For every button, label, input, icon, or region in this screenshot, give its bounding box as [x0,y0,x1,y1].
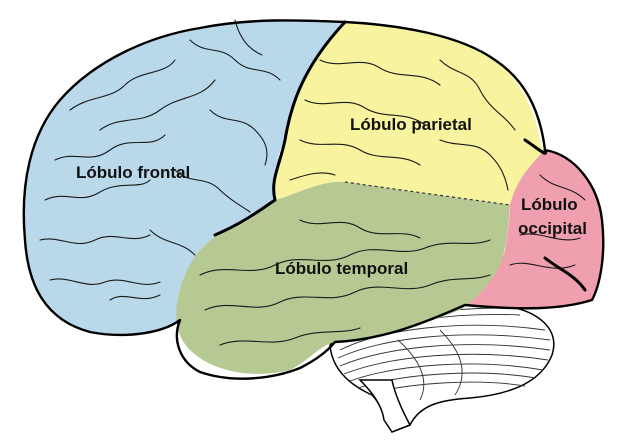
parietal-lobe [273,22,548,205]
frontal-lobe-label: Lóbulo frontal [76,163,190,182]
parietal-temporal-dotted-boundary [344,181,511,206]
parieto-occipital-sulcus [523,138,548,155]
lateral-sulcus [213,198,277,237]
temporal-lobe [176,181,510,374]
occipital-notch-line [543,256,587,292]
brainstem [358,379,412,433]
parietal-gyri [289,59,516,191]
occipital-lobe-label-line1: Lóbulo [521,195,578,214]
occipital-gyri [509,174,586,269]
lobe-boundaries [213,20,587,292]
temporal-gyri [199,219,491,346]
parietal-lobe-label: Lóbulo parietal [350,115,472,134]
cortex-outline [22,19,605,380]
frontal-lobe [23,20,346,335]
cerebellum [329,303,555,433]
temporal-lobe-label: Lóbulo temporal [275,259,408,278]
frontal-gyri [39,19,281,301]
occipital-lobe-label-line2: occipital [518,219,587,238]
central-sulcus [272,20,347,202]
